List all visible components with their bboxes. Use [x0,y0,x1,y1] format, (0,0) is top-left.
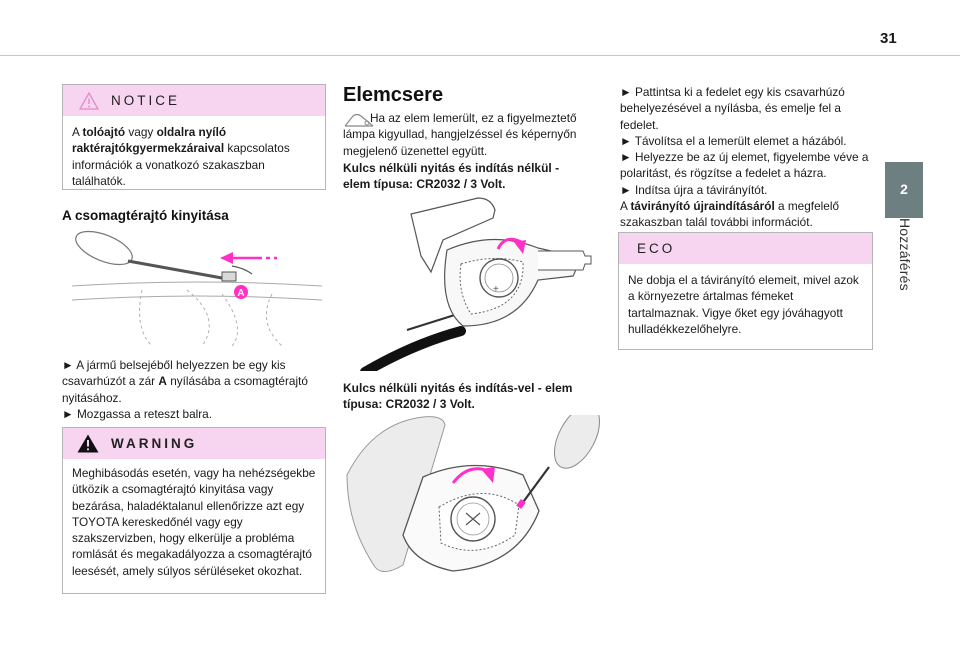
figure-label-a: A [237,288,244,299]
eco-text: Ne dobja el a távirányító elemeit, mivel… [628,273,859,336]
trunk-steps: ► A jármű belsejéből helyezzen be egy ki… [62,357,328,422]
notice-text: A tolóajtó vagy oldalra nyíló raktérajtó… [72,125,290,188]
eco-title: ECO [637,241,676,256]
step-3: ► Helyezze be az új elemet, figyelembe v… [620,150,869,181]
warning-title: WARNING [111,436,198,451]
battery-heading: Elemcsere [343,84,444,106]
eco-box: ECO Ne dobja el a távirányító elemeit, m… [618,232,873,350]
trunk-heading: A csomagtérajtó kinyitása [62,208,229,223]
warning-header: WARNING [63,428,325,459]
battery-type-2: Kulcs nélküli nyitás és indítás-vel - el… [343,381,573,412]
battery-intro: Ha az elem lemerült, ez a figyelmeztető … [343,111,577,158]
chapter-tab-rail [885,216,923,218]
page-number: 31 [880,30,897,47]
battery-type-1: Kulcs nélküli nyitás és indítás nélkül -… [343,161,560,192]
trunk-step-1: ► A jármű belsejéből helyezzen be egy ki… [62,358,308,405]
key-fob-figure-1: + [360,197,592,371]
notice-header: NOTICE [63,85,325,116]
svg-text:+: + [493,284,499,295]
step-4: ► Indítsa újra a távirányítót. [620,182,768,197]
warning-triangle-icon [77,434,99,453]
eco-header: ECO [619,233,872,264]
step-2: ► Távolítsa el a lemerült elemet a házáb… [620,133,847,148]
warning-triangle-icon [79,91,99,110]
restart-reference: A távirányító újraindításáról a megfelel… [620,199,840,230]
chapter-label: Hozzáférés [897,218,913,291]
replacement-steps: ► Pattintsa ki a fedelet egy kis csavarh… [620,84,874,231]
warning-text: Meghibásodás esetén, vagy ha nehézségekb… [72,466,316,578]
warning-lamp-icon [344,113,374,127]
key-fob-figure-2 [346,415,601,572]
notice-title: NOTICE [111,93,181,108]
trunk-step-2: ► Mozgassa a reteszt balra. [62,406,213,421]
chapter-tab[interactable]: 2 [885,162,923,216]
step-1: ► Pattintsa ki a fedelet egy kis csavarh… [620,85,845,132]
trunk-latch-figure: A [72,230,322,347]
warning-box: WARNING Meghibásodás esetén, vagy ha neh… [62,427,326,594]
notice-box: NOTICE A tolóajtó vagy oldalra nyíló rak… [62,84,326,190]
header-rule [0,55,960,56]
